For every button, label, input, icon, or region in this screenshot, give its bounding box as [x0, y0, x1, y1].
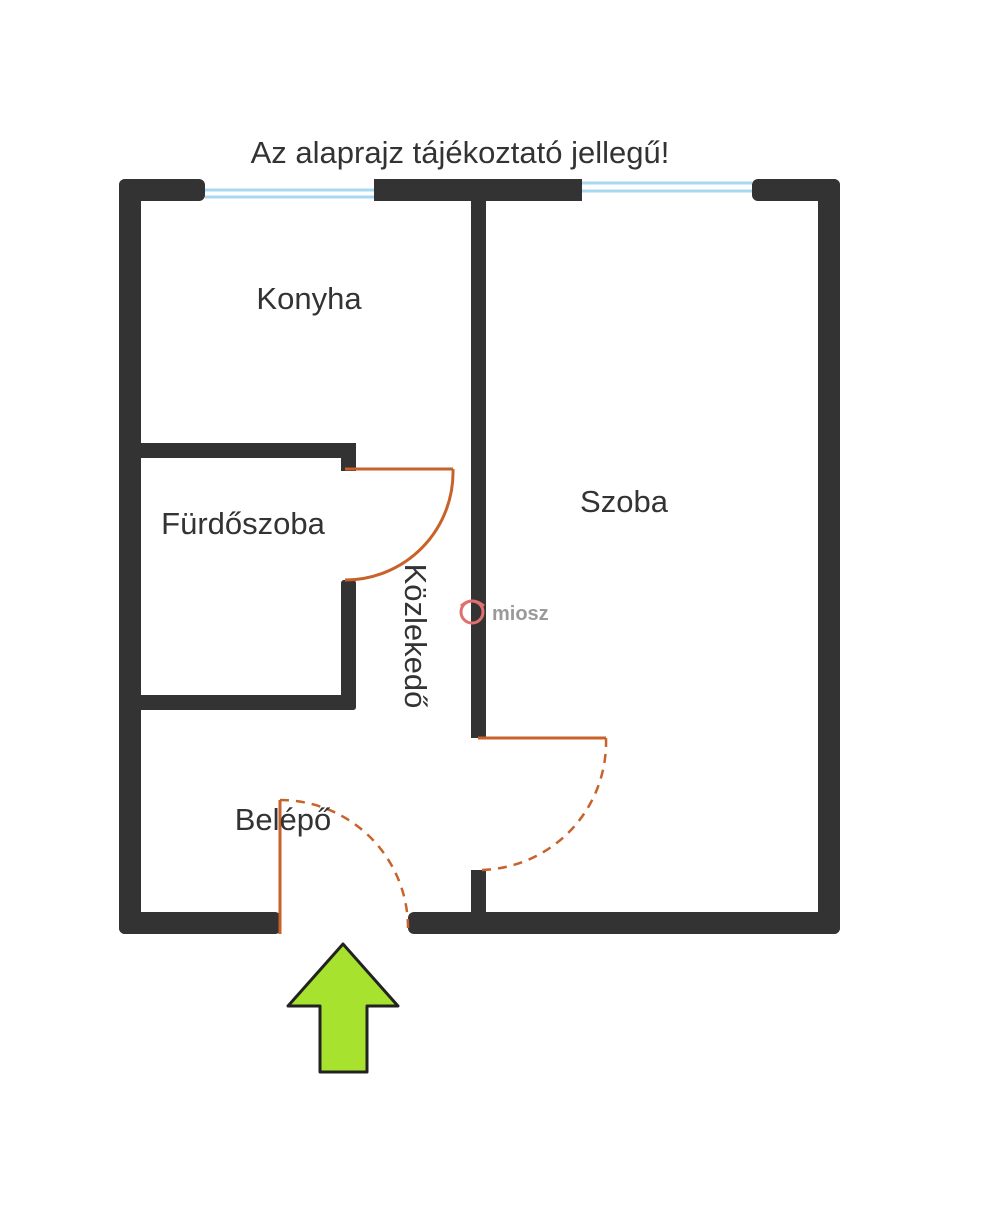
wall-bathroom-right-upper	[341, 443, 356, 471]
plan-disclaimer-title: Az alaprajz tájékoztató jellegű!	[251, 135, 670, 170]
watermark-logo-icon	[459, 599, 485, 625]
wall-top-middle	[374, 179, 582, 201]
window-room	[582, 180, 752, 196]
entrance-arrow-icon	[286, 942, 400, 1074]
doors	[278, 467, 608, 934]
window-kitchen	[205, 187, 374, 201]
room-label-room: Szoba	[580, 484, 669, 519]
room-label-kitchen: Konyha	[256, 281, 362, 316]
wall-bottom-left	[119, 912, 281, 934]
wall-bathroom-right-lower	[341, 580, 356, 710]
room-label-bathroom: Fürdőszoba	[161, 506, 325, 541]
wall-bathroom-bottom	[135, 695, 356, 710]
wall-bathroom-top	[135, 443, 356, 458]
wall-bottom-right	[408, 912, 840, 934]
room-label-corridor: Közlekedő	[398, 564, 433, 709]
room-label-entrance: Belépő	[235, 802, 332, 837]
wall-right	[818, 179, 840, 934]
windows	[205, 180, 752, 201]
outer-walls	[119, 179, 840, 934]
door-bathroom	[344, 467, 455, 582]
wall-partition-upper	[471, 195, 486, 738]
door-room	[477, 736, 608, 872]
door-entrance	[278, 798, 410, 934]
wall-partition-lower	[471, 870, 486, 918]
wall-left	[119, 179, 141, 934]
watermark: miosz	[459, 599, 549, 625]
watermark-text: miosz	[492, 603, 549, 625]
